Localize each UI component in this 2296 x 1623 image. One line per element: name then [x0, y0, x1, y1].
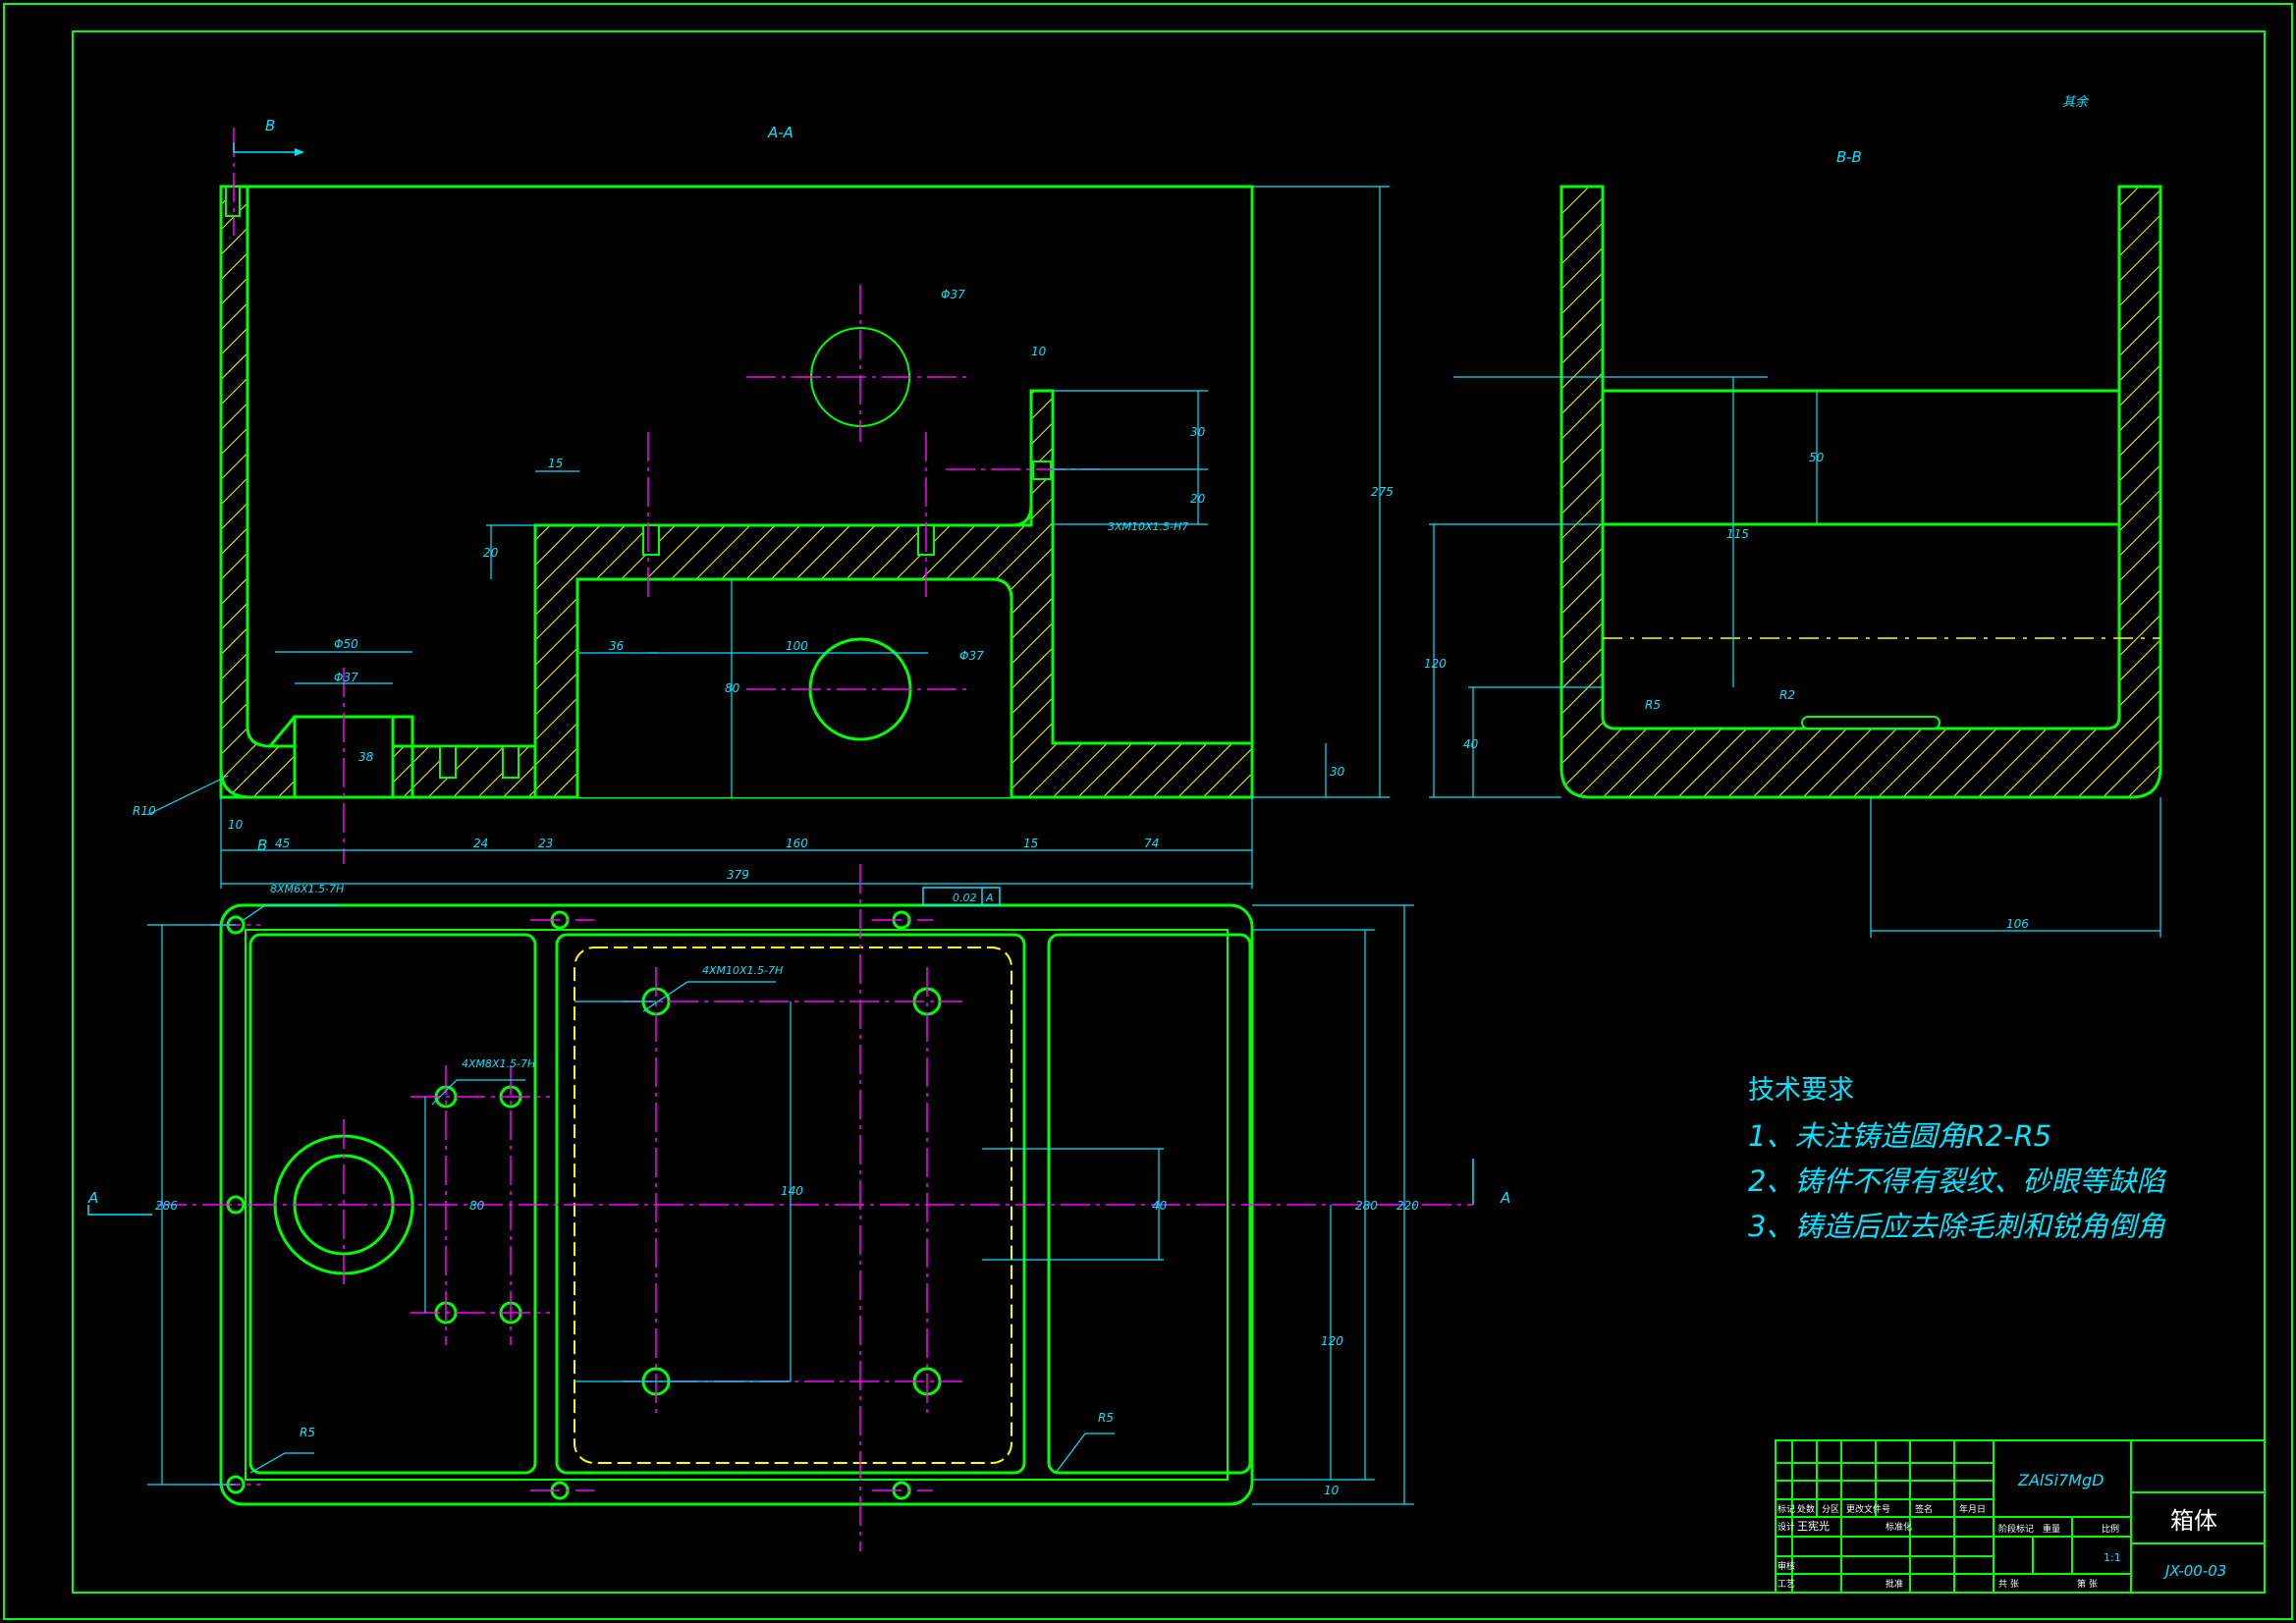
scale-text: 1:1: [2104, 1551, 2121, 1564]
tap-plan-left: 4XM8X1.5-7H: [462, 1057, 535, 1070]
dim-b-h50: 50: [1809, 451, 1825, 464]
dim-plan-h286: 286: [155, 1199, 178, 1213]
section-b-label: B-B: [1836, 148, 1862, 166]
dim-h20a: 20: [1190, 492, 1206, 506]
dim-h20b: 20: [483, 546, 499, 560]
tb-label-review: 审核: [1777, 1560, 1795, 1572]
tb-label-scale: 比例: [2102, 1523, 2119, 1535]
tb-label-weight: 重量: [2043, 1523, 2060, 1535]
cut-mark-a-right: A: [1500, 1189, 1510, 1207]
dim-plan-r5a: R5: [300, 1426, 315, 1439]
tb-label-signature: 签名: [1915, 1503, 1933, 1515]
dim-b-h115: 115: [1726, 527, 1749, 541]
dim-b-h40: 40: [1463, 737, 1479, 751]
outer-frame: [3, 3, 2293, 1620]
tap-plan-inner: 4XM10X1.5-7H: [702, 964, 783, 977]
tech-req-heading: 技术要求: [1748, 1075, 1854, 1106]
dim-w10-top: 10: [1031, 345, 1047, 358]
flatness-value: 0.02: [953, 892, 977, 904]
dim-d37-mid: Φ37: [959, 649, 984, 663]
dim-plan-r5b: R5: [1098, 1411, 1114, 1425]
tb-label-mark: 标记: [1777, 1503, 1795, 1515]
tb-label-process: 工艺: [1777, 1579, 1795, 1590]
dim-h30c: 30: [1330, 765, 1345, 779]
dim-w74: 74: [1144, 837, 1159, 850]
roughness-others: 其余: [2062, 94, 2090, 110]
dim-b-r5: R5: [1645, 698, 1661, 712]
cut-mark-b-top: B: [265, 117, 275, 135]
flatness-frame: [922, 887, 1001, 906]
dim-w15b: 15: [1023, 837, 1038, 850]
plan-view: [87, 864, 1474, 1551]
dim-h30a: 30: [1190, 425, 1206, 439]
dim-r10: R10: [133, 804, 156, 818]
tech-req-item-1: 1、未注铸造圆角R2-R5: [1748, 1119, 2052, 1153]
tb-label-date: 年月日: [1959, 1503, 1986, 1515]
dim-w24: 24: [473, 837, 488, 850]
tb-label-approve: 批准: [1886, 1578, 1903, 1590]
tb-label-stage: 阶段标记: [1998, 1523, 2034, 1535]
tech-req-item-2: 2、铸件不得有裂纹、砂眼等缺陷: [1748, 1164, 2165, 1198]
technical-requirements: 技术要求 1、未注铸造圆角R2-R5 2、铸件不得有裂纹、砂眼等缺陷 3、铸造后…: [1748, 1068, 2164, 1249]
inner-frame: [72, 30, 2266, 1594]
tb-label-count: 处数: [1797, 1503, 1815, 1515]
dim-w379: 379: [727, 868, 749, 882]
tap-plan-corner: 8XM6X1.5-7H: [270, 883, 344, 895]
designer-text: 王宪光: [1797, 1519, 1830, 1533]
dim-plan-h120: 120: [1321, 1334, 1343, 1348]
dim-d50: Φ50: [334, 637, 358, 651]
dim-h38: 38: [358, 750, 374, 764]
tb-label-change-no: 更改文件号: [1846, 1503, 1890, 1515]
tap-right: 3XM10X1.5-H7: [1108, 520, 1188, 533]
section-b-b: [1429, 185, 2162, 938]
dim-w23: 23: [538, 837, 553, 850]
section-a-label: A-A: [767, 124, 793, 141]
dim-w10: 10: [228, 818, 244, 832]
dim-w45: 45: [275, 837, 290, 850]
dim-h275: 275: [1371, 485, 1394, 499]
dim-w36: 36: [609, 639, 625, 653]
tb-label-sheet-no: 第 张: [2077, 1578, 2098, 1590]
tb-label-standardize: 标准化: [1886, 1521, 1912, 1533]
dim-plan-h10: 10: [1324, 1484, 1339, 1497]
dim-plan-h280: 280: [1355, 1199, 1378, 1213]
dim-b-h120: 120: [1424, 657, 1447, 671]
dim-d37-top: Φ37: [941, 288, 965, 301]
dim-d37-bore: Φ37: [334, 671, 358, 684]
dim-plan-h40: 40: [1152, 1199, 1168, 1213]
dim-h80: 80: [725, 681, 740, 695]
dim-w160: 160: [786, 837, 808, 850]
cut-mark-a-left: A: [87, 1189, 98, 1207]
material-text: ZAlSi7MgD: [2017, 1471, 2104, 1489]
tb-label-sheet-total: 共 张: [1998, 1579, 2019, 1590]
dim-plan-h220: 220: [1396, 1199, 1419, 1213]
dim-b-r2: R2: [1779, 688, 1795, 702]
tb-label-zone: 分区: [1822, 1504, 1839, 1515]
tb-label-design: 设计: [1777, 1521, 1795, 1533]
cut-mark-b-bottom: B: [257, 837, 267, 854]
dim-plan-h140: 140: [781, 1184, 803, 1198]
tech-req-item-3: 3、铸造后应去除毛刺和锐角倒角: [1748, 1210, 2165, 1243]
title-block: [1775, 1439, 2266, 1594]
part-name-text: 箱体: [2170, 1507, 2217, 1535]
dim-plan-h80: 80: [469, 1199, 485, 1213]
drawing-number-text: JX-00-03: [2162, 1562, 2226, 1580]
dim-b-w106: 106: [2006, 917, 2029, 931]
dim-w100: 100: [786, 639, 808, 653]
dim-w15: 15: [548, 457, 563, 470]
section-a-a: [146, 128, 1390, 889]
datum-label: A: [985, 892, 994, 904]
